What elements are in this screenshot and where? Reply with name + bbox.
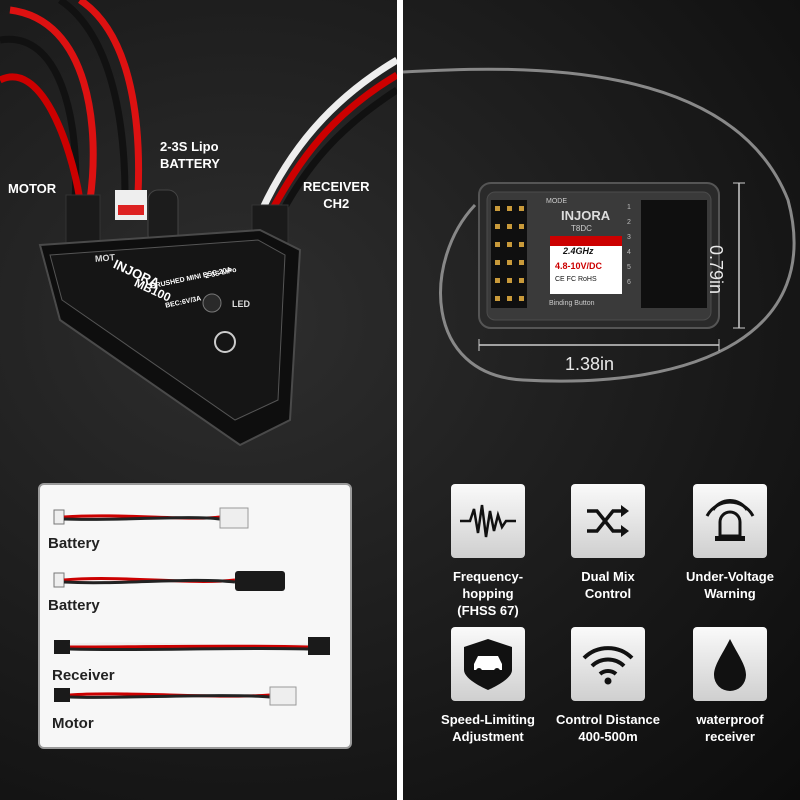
cable-label-battery-2: Battery (48, 597, 100, 614)
freq-label: 2.4GHz (563, 246, 594, 256)
cable-label-battery-1: Battery (48, 535, 100, 552)
water-drop-icon (693, 627, 767, 701)
cables-illustration (53, 507, 330, 706)
motor-label: MOTOR (8, 181, 57, 196)
channel-numbers: 1 2 3 4 5 6 (627, 200, 631, 290)
esc-panel: MOT INJORA MB100 BRUSHED MINI ESC 20A BE… (0, 0, 397, 800)
channel-3: 3 (627, 234, 631, 241)
cable-label-motor: Motor (52, 715, 94, 732)
feature-frequency-hopping: Frequency-hopping (FHSS 67) (428, 484, 548, 619)
cables-box: Battery Battery Receiver Motor (38, 483, 352, 749)
receiver-illustration (403, 67, 796, 383)
feature-label: Frequency-hopping (FHSS 67) (452, 569, 524, 618)
height-measure: 0.79in (706, 245, 726, 295)
receiver-ch2-label: RECEIVER CH2 (303, 179, 370, 211)
led-label: LED (232, 299, 250, 309)
certs-label: CE FC RoHS (555, 276, 597, 283)
feature-control-distance: Control Distance 400-500m (548, 627, 668, 745)
channel-1: 1 (627, 204, 631, 211)
voltage-label: 4.8-10V/DC (555, 261, 603, 271)
channel-5: 5 (627, 264, 631, 271)
channel-2: 2 (627, 219, 631, 226)
binding-button-label: Binding Button (549, 300, 595, 307)
esc-illustration (0, 0, 397, 447)
cable-label-receiver: Receiver (52, 667, 115, 684)
feature-under-voltage: Under-Voltage Warning (670, 484, 790, 602)
mode-label: MODE (546, 198, 567, 205)
channel-4: 4 (627, 249, 631, 256)
feature-dual-mix: Dual Mix Control (548, 484, 668, 602)
waveform-icon (451, 484, 525, 558)
feature-label: Control Distance 400-500m (555, 712, 660, 744)
car-icon (451, 627, 525, 701)
width-measure: 1.38in (565, 354, 615, 374)
feature-speed-limiting: Speed-Limiting Adjustment (428, 627, 548, 745)
receiver-brand: INJORA (561, 208, 611, 223)
alarm-bell-icon (693, 484, 767, 558)
shuffle-icon (571, 484, 645, 558)
feature-label: Speed-Limiting Adjustment (441, 712, 535, 744)
feature-label: waterproof receiver (696, 712, 764, 744)
wifi-icon (571, 627, 645, 701)
feature-label: Under-Voltage Warning (686, 569, 774, 601)
receiver-model: T8DC (571, 224, 592, 233)
panel-divider (397, 0, 403, 800)
receiver-panel: MODE INJORA T8DC 2.4GHz 4.8-10V/DC CE FC… (403, 0, 800, 800)
channel-6: 6 (627, 279, 631, 286)
battery-label: 2-3S Lipo BATTERY (160, 139, 220, 171)
feature-label: Dual Mix Control (581, 569, 635, 601)
feature-waterproof: waterproof receiver (670, 627, 790, 745)
